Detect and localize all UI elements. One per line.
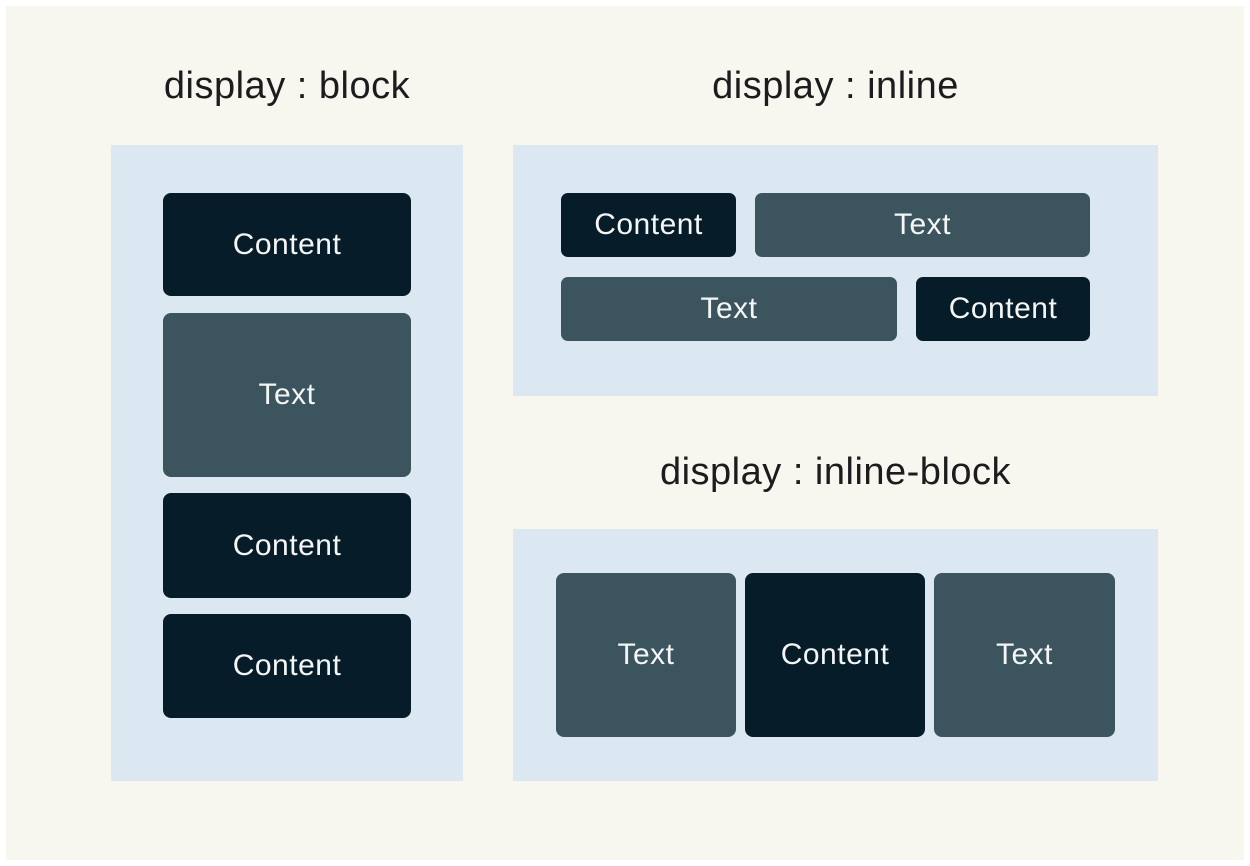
inline-block-section-title: display : inline-block [659, 451, 1012, 493]
inline-container: Content Text Text Content [513, 145, 1158, 396]
text-box: Text [934, 573, 1115, 737]
text-box: Text [755, 193, 1090, 257]
content-box: Content [163, 193, 411, 296]
content-box: Content [561, 193, 736, 257]
inline-block-container: Text Content Text [513, 529, 1158, 781]
content-box: Content [916, 277, 1090, 341]
text-box: Text [163, 313, 411, 477]
inline-section-title: display : inline [712, 65, 959, 107]
text-box: Text [556, 573, 736, 737]
block-container: Content Text Content Content [111, 145, 463, 781]
content-box: Content [163, 493, 411, 598]
text-box: Text [561, 277, 897, 341]
block-section-title: display : block [163, 65, 411, 107]
content-box: Content [163, 614, 411, 718]
content-box: Content [745, 573, 925, 737]
